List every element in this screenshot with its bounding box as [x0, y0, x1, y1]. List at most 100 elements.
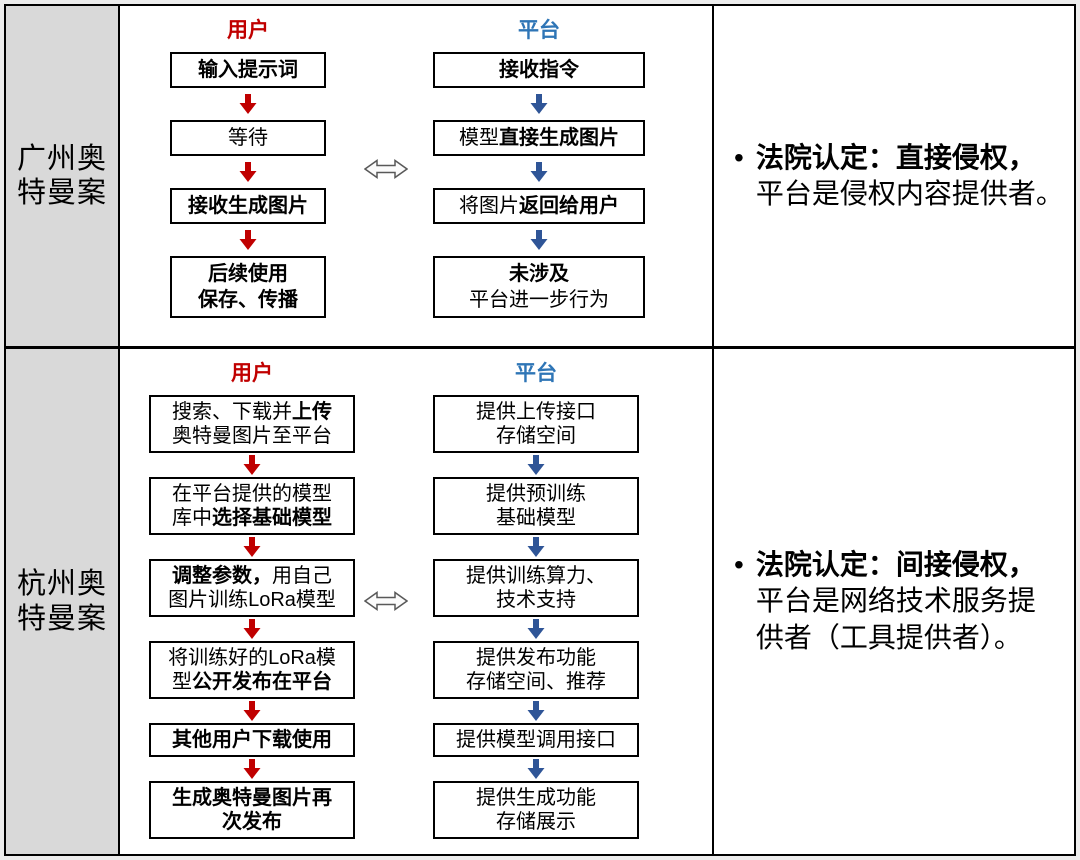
text-segment: 存储空间 — [496, 425, 576, 447]
user-column: 用户输入提示词等待接收生成图片后续使用保存、传播 — [170, 10, 326, 318]
user-step-box: 输入提示词 — [170, 52, 326, 88]
text-line: 图片训练LoRa模型 — [153, 588, 351, 612]
left-right-arrow-icon — [363, 158, 409, 180]
platform-step-box: 接收指令 — [433, 52, 645, 88]
case-label-0: 广州奥特曼案 — [6, 6, 120, 349]
text-line: 输入提示词 — [174, 57, 322, 83]
text-segment: 提供训练算力、 — [466, 565, 606, 587]
text-segment: 库中 — [172, 507, 212, 529]
text-segment: 奥特曼图片至平台 — [172, 425, 332, 447]
verdict: • 法院认定：直接侵权， 平台是侵权内容提供者。 — [734, 140, 1064, 213]
flow-area-0: 用户输入提示词等待接收生成图片后续使用保存、传播平台接收指令模型直接生成图片将图… — [120, 6, 714, 349]
text-segment: 存储空间、推荐 — [466, 671, 606, 693]
verdict-text: 法院认定：间接侵权，平台是网络技术服务提供者（工具提供者）。 — [756, 547, 1036, 656]
case-comparison-diagram: 广州奥特曼案用户输入提示词等待接收生成图片后续使用保存、传播平台接收指令模型直接… — [4, 4, 1076, 856]
text-segment: 法院认定：直接侵权， — [755, 141, 1036, 173]
text-line: 接收生成图片 — [174, 193, 322, 219]
down-arrow-icon — [526, 455, 546, 475]
text-segment: 公开发布在平台 — [192, 671, 332, 693]
down-arrow-icon — [242, 759, 262, 779]
down-arrow-icon — [526, 759, 546, 779]
text-line: 后续使用 — [174, 261, 322, 287]
text-segment: 保存、传播 — [198, 289, 298, 311]
down-arrow-icon — [529, 94, 549, 114]
text-line: 接收指令 — [437, 57, 641, 83]
down-arrow-icon — [529, 162, 549, 182]
bullet-icon: • — [734, 548, 744, 580]
text-line: 平台进一步行为 — [437, 287, 641, 313]
down-arrow-icon — [242, 619, 262, 639]
text-segment: 型 — [172, 671, 192, 693]
platform-column: 平台接收指令模型直接生成图片将图片返回给用户未涉及平台进一步行为 — [433, 10, 645, 318]
text-line: 技术支持 — [437, 588, 635, 612]
platform-step-box: 提供训练算力、技术支持 — [433, 559, 639, 617]
text-segment: 提供预训练 — [486, 483, 586, 505]
user-step-box: 后续使用保存、传播 — [170, 256, 326, 318]
verdict: • 法院认定：间接侵权，平台是网络技术服务提供者（工具提供者）。 — [734, 547, 1036, 656]
text-segment: 提供模型调用接口 — [456, 729, 616, 751]
down-arrow-icon — [238, 94, 258, 114]
text-segment: 提供发布功能 — [476, 647, 596, 669]
text-segment: 技术支持 — [496, 589, 576, 611]
verdict-cell-1: • 法院认定：间接侵权，平台是网络技术服务提供者（工具提供者）。 — [714, 349, 1074, 854]
text-line: 其他用户下载使用 — [153, 728, 351, 752]
user-step-box: 将训练好的LoRa模型公开发布在平台 — [149, 641, 355, 699]
text-segment: 选择基础模型 — [212, 507, 332, 529]
text-segment: 供者（工具提供者）。 — [755, 621, 1022, 653]
text-segment: 将图片 — [459, 195, 519, 217]
text-line: 基础模型 — [437, 506, 635, 530]
text-line: 提供训练算力、 — [437, 564, 635, 588]
text-line: 等待 — [174, 125, 322, 151]
platform-step-box: 提供发布功能存储空间、推荐 — [433, 641, 639, 699]
platform-step-box: 将图片返回给用户 — [433, 188, 645, 224]
text-line: 供者（工具提供者）。 — [756, 620, 1036, 656]
bullet-icon: • — [734, 141, 744, 173]
text-segment: 用自己 — [272, 565, 332, 587]
down-arrow-icon — [526, 701, 546, 721]
case-label-line: 杭州奥 — [16, 568, 107, 601]
user-header: 用户 — [231, 362, 273, 385]
text-line: 存储空间 — [437, 424, 635, 448]
text-segment: 搜索、下载并 — [172, 401, 292, 423]
down-arrow-icon — [242, 455, 262, 475]
text-line: 保存、传播 — [174, 287, 322, 313]
user-header: 用户 — [227, 19, 269, 42]
text-segment: 提供生成功能 — [476, 787, 596, 809]
text-line: 搜索、下载并上传 — [153, 400, 351, 424]
text-line: 存储展示 — [437, 810, 635, 834]
platform-header: 平台 — [515, 362, 557, 385]
user-step-box: 接收生成图片 — [170, 188, 326, 224]
text-segment: 平台是侵权内容提供者。 — [755, 178, 1064, 209]
text-line: 未涉及 — [437, 261, 641, 287]
text-segment: 接收生成图片 — [188, 195, 308, 217]
text-segment: 上传 — [292, 401, 332, 423]
down-arrow-icon — [529, 230, 549, 250]
platform-step-box: 提供模型调用接口 — [433, 723, 639, 757]
down-arrow-icon — [526, 537, 546, 557]
user-step-box: 生成奥特曼图片再次发布 — [149, 781, 355, 839]
text-segment: 提供上传接口 — [476, 401, 596, 423]
text-segment: 法院认定：间接侵权， — [755, 548, 1036, 580]
text-segment: 模型 — [459, 127, 499, 149]
text-line: 在平台提供的模型 — [153, 482, 351, 506]
text-segment: 等待 — [228, 127, 268, 149]
text-segment: 未涉及 — [509, 263, 569, 285]
platform-step-box: 提供上传接口存储空间 — [433, 395, 639, 453]
text-segment: 直接生成图片 — [499, 127, 619, 149]
down-arrow-icon — [526, 619, 546, 639]
user-step-box: 其他用户下载使用 — [149, 723, 355, 757]
verdict-text: 法院认定：直接侵权， 平台是侵权内容提供者。 — [756, 140, 1064, 213]
text-line: 库中选择基础模型 — [153, 506, 351, 530]
text-line: 奥特曼图片至平台 — [153, 424, 351, 448]
text-line: 提供发布功能 — [437, 646, 635, 670]
text-line: 法院认定：间接侵权， — [756, 547, 1036, 583]
platform-step-box: 未涉及平台进一步行为 — [433, 256, 645, 318]
user-step-box: 调整参数，用自己图片训练LoRa模型 — [149, 559, 355, 617]
text-line: 提供上传接口 — [437, 400, 635, 424]
text-line: 存储空间、推荐 — [437, 670, 635, 694]
text-line: 将图片返回给用户 — [437, 193, 641, 219]
down-arrow-icon — [238, 230, 258, 250]
platform-step-box: 模型直接生成图片 — [433, 120, 645, 156]
text-line: 提供模型调用接口 — [437, 728, 635, 752]
down-arrow-icon — [242, 537, 262, 557]
